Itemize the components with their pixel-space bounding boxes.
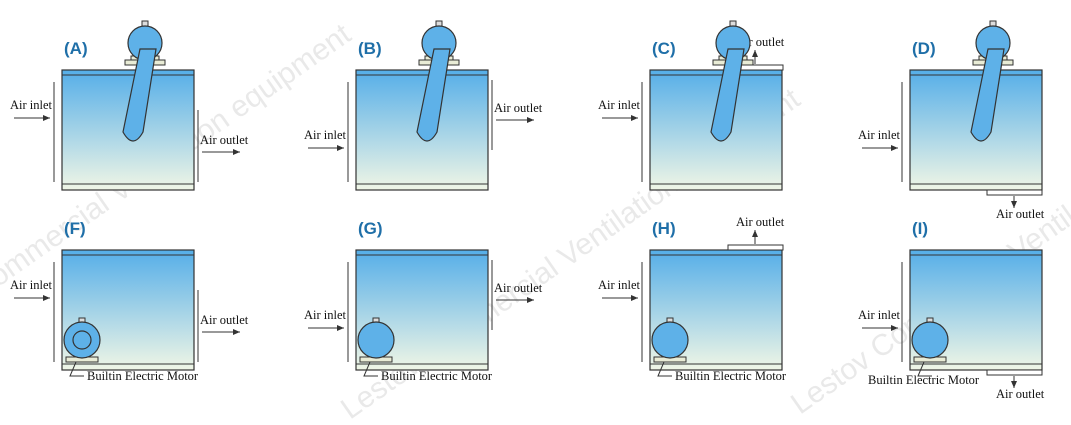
air-inlet-label: Air inlet [304, 128, 347, 142]
motor-terminal [141, 20, 149, 27]
motor-hub [72, 330, 92, 350]
air-inlet-label: Air inlet [10, 98, 53, 112]
outlet-flange [727, 244, 784, 251]
motor-body [651, 321, 689, 359]
air-inlet-label: Air inlet [858, 128, 901, 142]
panel-label: (C) [652, 39, 676, 58]
panel-label: (G) [358, 219, 383, 238]
impeller-shaft [122, 48, 157, 142]
builtin-motor-label: Builtin Electric Motor [87, 369, 199, 383]
air-outlet-label: Air outlet [200, 133, 249, 147]
motor-body [911, 321, 949, 359]
impeller-shaft [710, 48, 745, 142]
motor-terminal [435, 20, 443, 27]
panel-label: (I) [912, 219, 928, 238]
motor-leader-line [917, 361, 932, 377]
air-outlet-label: Air outlet [996, 207, 1045, 221]
motor-leader-line [363, 361, 378, 377]
air-outlet-label: Air outlet [736, 215, 785, 229]
panel-label: (A) [64, 39, 88, 58]
impeller-shaft [970, 48, 1005, 142]
air-outlet-label: Air outlet [494, 281, 543, 295]
air-inlet-label: Air inlet [858, 308, 901, 322]
builtin-motor-label: Builtin Electric Motor [381, 369, 493, 383]
motor-terminal [989, 20, 997, 27]
builtin-motor-label: Builtin Electric Motor [675, 369, 787, 383]
air-inlet-label: Air inlet [304, 308, 347, 322]
air-inlet-label: Air inlet [598, 278, 641, 292]
panel-b: (B) Air inlet Air outlet [304, 20, 543, 191]
air-outlet-label: Air outlet [996, 387, 1045, 401]
air-outlet-label: Air outlet [200, 313, 249, 327]
outlet-flange [986, 369, 1043, 376]
panel-label: (D) [912, 39, 936, 58]
panel-label: (H) [652, 219, 676, 238]
panel-label: (F) [64, 219, 86, 238]
air-inlet-label: Air inlet [598, 98, 641, 112]
air-inlet-label: Air inlet [10, 278, 53, 292]
motor-terminal [729, 20, 737, 27]
air-outlet-label: Air outlet [494, 101, 543, 115]
panel-label: (B) [358, 39, 382, 58]
builtin-motor-label: Builtin Electric Motor [868, 373, 980, 387]
motor-leader-line [657, 361, 672, 377]
motor-leader-line [69, 361, 84, 377]
impeller-shaft [416, 48, 451, 142]
outlet-flange [986, 189, 1043, 196]
motor-body [357, 321, 395, 359]
